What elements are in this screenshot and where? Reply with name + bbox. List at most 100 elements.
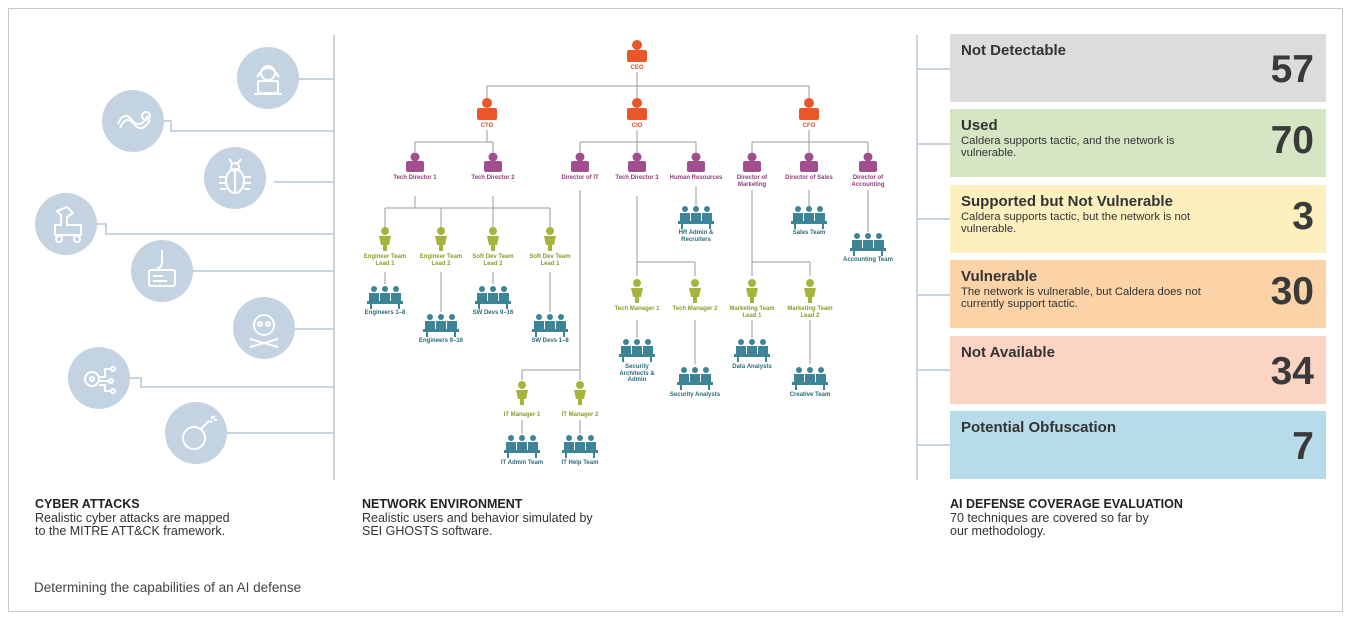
director-sales-person-icon	[800, 152, 818, 172]
cyber-attacks-title: CYBER ATTACKS	[35, 497, 140, 511]
marketing-lead-2-label: Marketing Team Lead 2	[787, 306, 833, 319]
cfo-person-icon	[799, 98, 819, 120]
coverage-card-description: Caldera supports tactic, and the network…	[961, 135, 1175, 159]
cio-label: CIO	[631, 123, 643, 129]
ai-defense-desc-line2: our methodology.	[950, 524, 1046, 538]
coverage-card-description: Caldera supports tactic, but the network…	[961, 211, 1191, 235]
security-architects-label: Security Architects & Admin	[619, 364, 655, 383]
it-help-team-icon	[562, 435, 598, 458]
creative-team-icon	[792, 367, 828, 390]
director-accounting-label: Director of Accounting	[851, 175, 885, 188]
cyber-attacks-desc-line2: to the MITRE ATT&CK framework.	[35, 524, 226, 538]
tech-director-2-person-icon	[484, 152, 502, 172]
hr-admin-team-icon	[678, 206, 714, 229]
swdevs-1-8-label: SW Devs 1–8	[531, 338, 569, 344]
sales-team-label: Sales Team	[792, 230, 826, 236]
coverage-card-description: The network is vulnerable, but Caldera d…	[961, 286, 1201, 310]
engineers-9-16-label: Engineers 9–16	[418, 338, 464, 344]
security-analysts-label: Security Analysts	[669, 392, 721, 398]
tech-director-2-label: Tech Director 2	[471, 175, 515, 181]
ai-defense-title: AI DEFENSE COVERAGE EVALUATION	[950, 497, 1183, 511]
eng-lead-1-person-icon	[379, 227, 391, 251]
tech-manager-1-person-icon	[631, 279, 643, 303]
ai-defense-desc-line1: 70 techniques are covered so far by	[950, 511, 1149, 525]
network-environment-desc-line2: SEI GHOSTS software.	[362, 524, 493, 538]
coverage-card-title: Supported but Not Vulnerable	[961, 193, 1173, 210]
director-marketing-person-icon	[743, 152, 761, 172]
cto-label: CTO	[480, 123, 494, 129]
engineers-9-16-team-icon	[423, 314, 459, 337]
marketing-lead-2-person-icon	[804, 279, 816, 303]
figure-caption: Determining the capabilities of an AI de…	[34, 580, 302, 595]
coverage-card: Not Available 34	[950, 336, 1326, 404]
ceo-person-icon	[627, 40, 647, 62]
softdev-lead-2-person-icon	[487, 227, 499, 251]
cfo-label: CFO	[802, 123, 816, 129]
coverage-card-count: 57	[1270, 48, 1314, 91]
it-help-team-label: IT Help Team	[561, 460, 599, 466]
coverage-card-count: 3	[1292, 195, 1314, 238]
tech-director-1-label: Tech Director 1	[393, 175, 437, 181]
cio-person-icon	[627, 98, 647, 120]
cto-person-icon	[477, 98, 497, 120]
tech-manager-1-label: Tech Manager 1	[614, 306, 660, 312]
tech-director-3-person-icon	[628, 152, 646, 172]
marketing-lead-1-person-icon	[746, 279, 758, 303]
director-it-person-icon	[571, 152, 589, 172]
director-marketing-label: Director of Marketing	[736, 175, 768, 188]
coverage-card-count: 30	[1270, 270, 1314, 313]
softdev-lead-1-person-icon	[544, 227, 556, 251]
it-admin-team-icon	[504, 435, 540, 458]
accounting-team-icon	[850, 233, 886, 256]
sales-team-icon	[791, 206, 827, 229]
softdev-lead-2-label: Soft Dev Team Lead 2	[472, 254, 514, 267]
swdevs-9-16-team-icon	[475, 286, 511, 309]
human-resources-person-icon	[687, 152, 705, 172]
coverage-card-title: Not Available	[961, 344, 1055, 361]
security-analysts-team-icon	[677, 367, 713, 390]
human-resources-label: Human Resources	[669, 175, 723, 181]
softdev-lead-1-label: Soft Dev Team Lead 1	[529, 254, 571, 267]
ceo-label: CEO	[630, 65, 644, 71]
phishing-hook-icon	[131, 240, 193, 302]
cyber-attacks-desc-line1: Realistic cyber attacks are mapped	[35, 511, 230, 525]
it-manager-2-label: IT Manager 2	[561, 412, 599, 418]
bomb-icon	[165, 402, 227, 464]
coverage-card-title: Used	[961, 117, 998, 134]
accounting-team-label: Accounting Team	[843, 257, 893, 263]
swdevs-9-16-label: SW Devs 9–16	[472, 310, 514, 316]
coverage-card-title: Vulnerable	[961, 268, 1038, 285]
swdevs-1-8-team-icon	[532, 314, 568, 337]
eng-lead-2-label: Engineer Team Lead 2	[419, 254, 463, 267]
tech-manager-2-person-icon	[689, 279, 701, 303]
engineers-1-8-label: Engineers 1–8	[364, 310, 406, 316]
marketing-lead-1-label: Marketing Team Lead 1	[729, 306, 775, 319]
security-architects-team-icon	[619, 339, 655, 362]
creative-team-label: Creative Team	[789, 392, 831, 398]
coverage-card-count: 34	[1270, 350, 1314, 393]
hacker-laptop-icon	[237, 47, 299, 109]
director-sales-label: Director of Sales	[785, 175, 833, 181]
tech-manager-2-label: Tech Manager 2	[672, 306, 718, 312]
director-accounting-person-icon	[859, 152, 877, 172]
worm-icon	[102, 90, 164, 152]
engineers-1-8-team-icon	[367, 286, 403, 309]
figure-frame	[8, 8, 1343, 612]
coverage-card-title: Potential Obfuscation	[961, 419, 1117, 436]
coverage-card: Potential Obfuscation 7	[950, 411, 1326, 479]
network-environment-desc-line1: Realistic users and behavior simulated b…	[362, 511, 593, 525]
network-environment-title: NETWORK ENVIRONMENT	[362, 497, 523, 511]
coverage-card-count: 7	[1292, 425, 1314, 468]
coverage-spine	[916, 35, 918, 480]
it-manager-1-person-icon	[516, 381, 528, 405]
it-manager-2-person-icon	[574, 381, 586, 405]
tech-director-1-person-icon	[406, 152, 424, 172]
trojan-horse-icon	[35, 193, 97, 255]
it-admin-team-label: IT Admin Team	[500, 460, 544, 466]
tech-director-3-label: Tech Director 3	[615, 175, 659, 181]
eng-lead-2-person-icon	[435, 227, 447, 251]
